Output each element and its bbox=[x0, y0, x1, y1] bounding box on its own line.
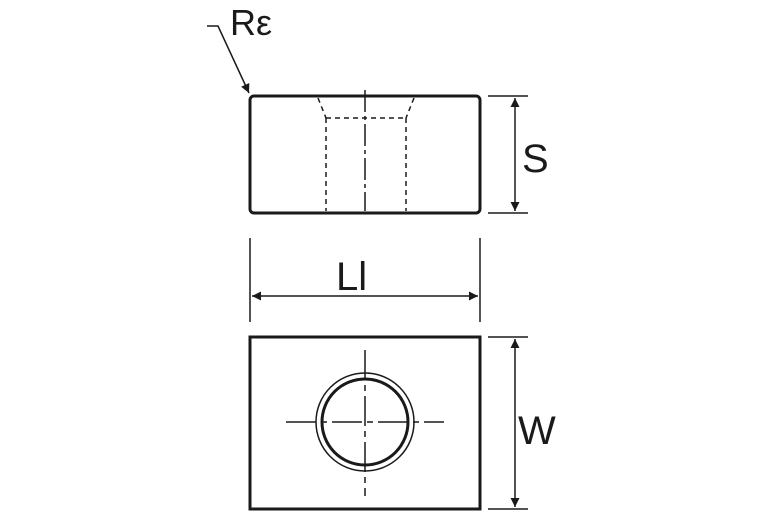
width-dimension bbox=[488, 336, 528, 510]
top-view bbox=[248, 335, 482, 511]
hidden-hole-lines bbox=[317, 97, 415, 211]
length-dimension bbox=[249, 238, 481, 322]
width-label: W bbox=[518, 409, 556, 453]
length-label: Ll bbox=[336, 255, 367, 299]
side-view bbox=[248, 90, 482, 215]
corner-radius-label: Rε bbox=[230, 2, 272, 43]
thickness-label: S bbox=[522, 137, 549, 181]
corner-radius-leader bbox=[207, 25, 250, 94]
thickness-dimension bbox=[488, 95, 528, 214]
top-view-outline bbox=[248, 335, 482, 511]
